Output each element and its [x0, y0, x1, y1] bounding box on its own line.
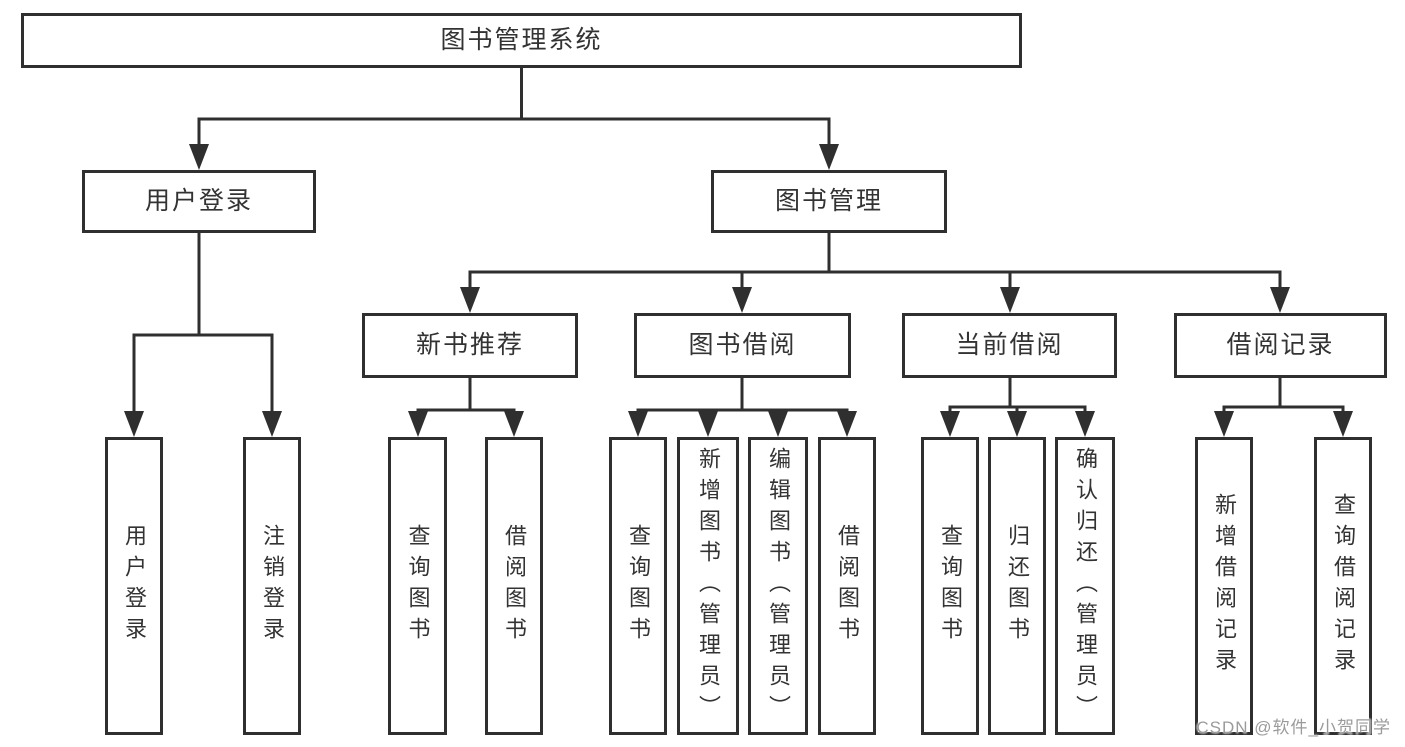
connector-book-mgmt-children	[468, 233, 1282, 292]
connector-new-book-rec-children	[416, 378, 516, 418]
arrowhead	[837, 411, 857, 437]
arrowhead	[1333, 411, 1353, 437]
arrowhead	[819, 144, 839, 170]
arrowhead	[732, 287, 752, 313]
node-leaf-borrow-books: 借阅图书	[818, 437, 876, 735]
node-leaf-edit-books-admin: 编辑图书（管理员）	[748, 437, 808, 735]
leaf-label: 借阅图书	[835, 524, 860, 648]
node-root: 图书管理系统	[21, 13, 1022, 68]
leaf-label: 查询借阅记录	[1331, 493, 1356, 679]
arrowhead	[1270, 287, 1290, 313]
leaf-label: 查询图书	[405, 524, 431, 648]
arrowhead	[628, 411, 648, 437]
node-leaf-return-books: 归还图书	[988, 437, 1046, 735]
arrowheads	[124, 144, 1353, 437]
arrowhead	[189, 144, 209, 170]
connector-user-login-children	[132, 233, 274, 415]
leaf-label: 查询图书	[938, 524, 963, 648]
arrowhead	[1007, 411, 1027, 437]
arrowhead	[1075, 411, 1095, 437]
arrowhead	[460, 287, 480, 313]
node-leaf-query-books: 查询图书	[921, 437, 979, 735]
node-book-borrow: 图书借阅	[634, 313, 851, 378]
connector-root-to-level2	[197, 68, 831, 150]
arrowhead	[698, 411, 718, 437]
leaf-label: 查询图书	[626, 524, 651, 648]
leaf-label: 归还图书	[1005, 524, 1030, 648]
leaf-label: 编辑图书（管理员）	[766, 446, 791, 726]
csdn-watermark: CSDN @软件_小贺同学	[1196, 718, 1391, 737]
arrowhead	[940, 411, 960, 437]
node-leaf-user-login: 用户登录	[105, 437, 163, 735]
node-book-management: 图书管理	[711, 170, 947, 233]
arrowhead	[408, 411, 428, 437]
node-leaf-add-books-admin: 新增图书（管理员）	[677, 437, 739, 735]
leaf-label: 新增图书（管理员）	[696, 446, 721, 726]
node-borrow-records: 借阅记录	[1174, 313, 1387, 378]
leaf-label: 注销登录	[260, 524, 285, 648]
node-new-book-recommend: 新书推荐	[362, 313, 578, 378]
node-current-borrow: 当前借阅	[902, 313, 1117, 378]
arrowhead	[124, 411, 144, 437]
arrowhead	[1000, 287, 1020, 313]
node-leaf-query-borrow-record: 查询借阅记录	[1314, 437, 1372, 735]
connector-book-borrow-children	[636, 378, 849, 418]
node-user-login: 用户登录	[82, 170, 316, 233]
leaf-label: 借阅图书	[502, 524, 527, 648]
node-leaf-confirm-return-admin: 确认归还（管理员）	[1055, 437, 1115, 735]
arrowhead	[768, 411, 788, 437]
arrowhead	[1214, 411, 1234, 437]
leaf-label: 确认归还（管理员）	[1073, 446, 1098, 726]
leaf-label: 新增借阅记录	[1212, 493, 1237, 679]
leaf-label: 用户登录	[122, 524, 147, 648]
arrowhead	[504, 411, 524, 437]
node-leaf-add-borrow-record: 新增借阅记录	[1195, 437, 1253, 735]
node-leaf-query-books: 查询图书	[609, 437, 667, 735]
connector-borrow-records-children	[1222, 378, 1345, 418]
arrowhead	[262, 411, 282, 437]
node-leaf-borrow-books: 借阅图书	[485, 437, 543, 735]
node-leaf-logout: 注销登录	[243, 437, 301, 735]
node-leaf-query-books: 查询图书	[388, 437, 447, 735]
